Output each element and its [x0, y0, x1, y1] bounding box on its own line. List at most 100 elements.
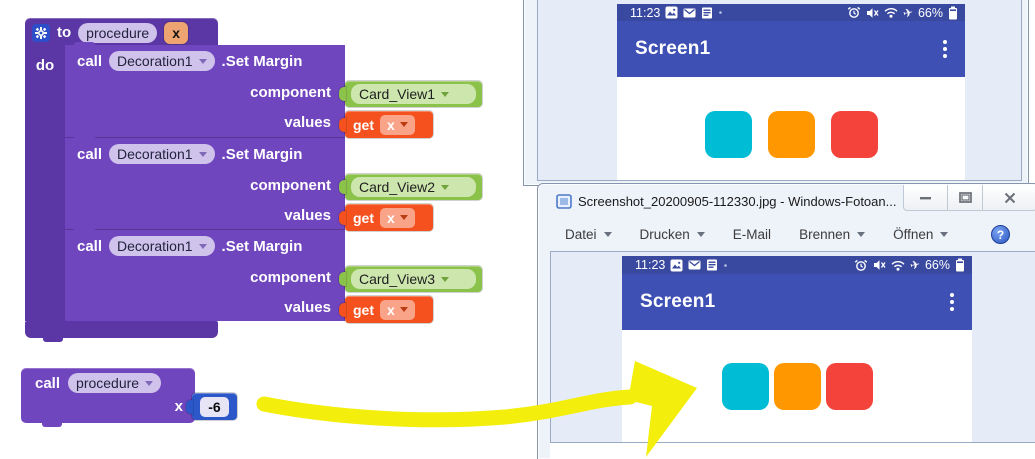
values-arg-label: values [284, 206, 331, 224]
get-variable-block[interactable]: get x [339, 296, 433, 323]
screen-content [617, 77, 965, 158]
component-block-value: Card_View3 [359, 271, 436, 287]
gear-icon [35, 26, 47, 39]
procedure-param-field[interactable]: x [164, 21, 189, 44]
screenshot-icon [707, 259, 718, 271]
procedure-header[interactable]: to procedure x [25, 18, 218, 47]
menu-brennen[interactable]: Brennen [799, 227, 866, 242]
dropdown-arrow-icon [696, 232, 705, 237]
dropdown-arrow-icon [441, 276, 450, 282]
get-variable-dropdown[interactable]: x [380, 114, 415, 135]
android-status-bar: 11:23 ✈ 66% [622, 256, 972, 274]
android-screenshot-photo: 11:23 ✈ 66% Screen1 [617, 4, 965, 180]
airplane-mode-icon: ✈ [901, 4, 915, 21]
component-block-dropdown[interactable]: Card_View1 [351, 84, 476, 104]
menu-email[interactable]: E-Mail [732, 227, 772, 242]
gallery-icon [670, 259, 683, 271]
values-arg-label: values [284, 113, 331, 131]
mutator-gear-button[interactable] [32, 23, 50, 42]
get-variable-dropdown[interactable]: x [380, 207, 415, 228]
get-variable-value: x [387, 301, 395, 318]
maximize-button[interactable] [947, 185, 983, 211]
card-view-component-block[interactable]: Card_View3 [339, 266, 482, 292]
vibrate-mute-icon [873, 260, 886, 270]
set-margin-call-block[interactable]: call Decoration1 .Set Margin component v… [65, 42, 482, 138]
window-title: Screenshot_20200905-112330.jpg - Windows… [578, 193, 897, 209]
window-controls [903, 185, 1035, 211]
dropdown-arrow-icon [857, 232, 866, 237]
procedure-foot [25, 321, 218, 338]
component-dropdown-value: Decoration1 [117, 53, 193, 69]
component-dropdown[interactable]: Decoration1 [109, 51, 215, 71]
battery-icon [949, 6, 957, 19]
procedure-call-dropdown[interactable]: procedure [68, 373, 162, 393]
set-margin-call-block[interactable]: call Decoration1 .Set Margin component v… [65, 227, 482, 323]
overflow-menu-icon [939, 36, 951, 62]
photo-viewer-window-back[interactable]: 11:23 ✈ 66% Screen1 [523, 0, 1029, 186]
call-label: call [77, 52, 103, 70]
dropdown-arrow-icon [441, 91, 450, 97]
viewer-toolbar-strip [550, 443, 1035, 459]
get-variable-value: x [387, 116, 395, 133]
mail-icon [683, 8, 696, 17]
screen-title: Screen1 [635, 38, 711, 59]
minimize-button[interactable] [903, 185, 948, 211]
android-app-bar: Screen1 [622, 274, 972, 330]
procedure-do-spine[interactable]: do [25, 45, 65, 321]
dropdown-arrow-icon [399, 122, 408, 127]
alarm-icon [854, 259, 868, 271]
param-x-label: x [174, 398, 183, 415]
method-label: .Set Margin [221, 52, 303, 70]
status-dot-icon [719, 11, 723, 14]
menu-oeffnen[interactable]: Öffnen [893, 227, 949, 242]
help-button[interactable]: ? [991, 225, 1010, 244]
get-variable-dropdown[interactable]: x [380, 299, 415, 320]
photo-viewer-window[interactable]: Screenshot_20200905-112330.jpg - Windows… [537, 183, 1035, 459]
get-variable-block[interactable]: get x [339, 111, 433, 138]
photo-display-area: 11:23 ✈ 66% Screen1 [550, 251, 1035, 443]
component-dropdown-value: Decoration1 [117, 146, 193, 162]
component-block-dropdown[interactable]: Card_View3 [351, 269, 476, 289]
call-block-stack: call Decoration1 .Set Margin component v… [65, 42, 482, 323]
dropdown-arrow-icon [399, 307, 408, 312]
procedure-call-block[interactable]: call procedure x [21, 368, 195, 423]
card-view-component-block[interactable]: Card_View1 [339, 81, 482, 107]
number-value-block[interactable]: -6 [186, 393, 237, 420]
call-label: call [77, 145, 103, 163]
window-title-bar[interactable]: Screenshot_20200905-112330.jpg - Windows… [538, 184, 1035, 218]
get-label: get [353, 116, 374, 133]
android-app-bar: Screen1 [617, 21, 965, 77]
block-top-notch [74, 135, 95, 139]
number-value-field[interactable]: -6 [200, 396, 229, 417]
status-time: 11:23 [635, 258, 666, 272]
component-arg-label: component [250, 83, 331, 101]
viewer-menu-bar: Datei Drucken E-Mail Brennen Öffnen ? [538, 218, 1035, 251]
gallery-icon [665, 6, 678, 19]
procedure-call-name: procedure [76, 375, 140, 391]
menu-drucken[interactable]: Drucken [640, 227, 705, 242]
wifi-icon [891, 260, 905, 271]
dropdown-arrow-icon [198, 151, 207, 157]
call-label: call [77, 237, 103, 255]
set-margin-call-block[interactable]: call Decoration1 .Set Margin component v… [65, 135, 482, 231]
component-block-dropdown[interactable]: Card_View2 [351, 177, 476, 197]
component-block-value: Card_View2 [359, 179, 436, 195]
close-button[interactable] [982, 185, 1035, 211]
get-variable-value: x [387, 209, 395, 226]
method-label: .Set Margin [221, 145, 303, 163]
photo-viewer-app-icon [556, 193, 572, 209]
card-view-2 [773, 363, 821, 410]
android-status-bar: 11:23 ✈ 66% [617, 4, 965, 21]
values-arg-label: values [284, 298, 331, 316]
component-dropdown[interactable]: Decoration1 [109, 236, 215, 256]
airplane-mode-icon: ✈ [908, 257, 922, 273]
menu-datei[interactable]: Datei [565, 227, 612, 242]
card-view-component-block[interactable]: Card_View2 [339, 174, 482, 200]
component-arg-label: component [250, 268, 331, 286]
component-dropdown[interactable]: Decoration1 [109, 144, 215, 164]
get-variable-block[interactable]: get x [339, 204, 433, 231]
procedure-name-field[interactable]: procedure [78, 22, 158, 43]
vibrate-mute-icon [866, 7, 879, 18]
do-label: do [35, 57, 55, 74]
